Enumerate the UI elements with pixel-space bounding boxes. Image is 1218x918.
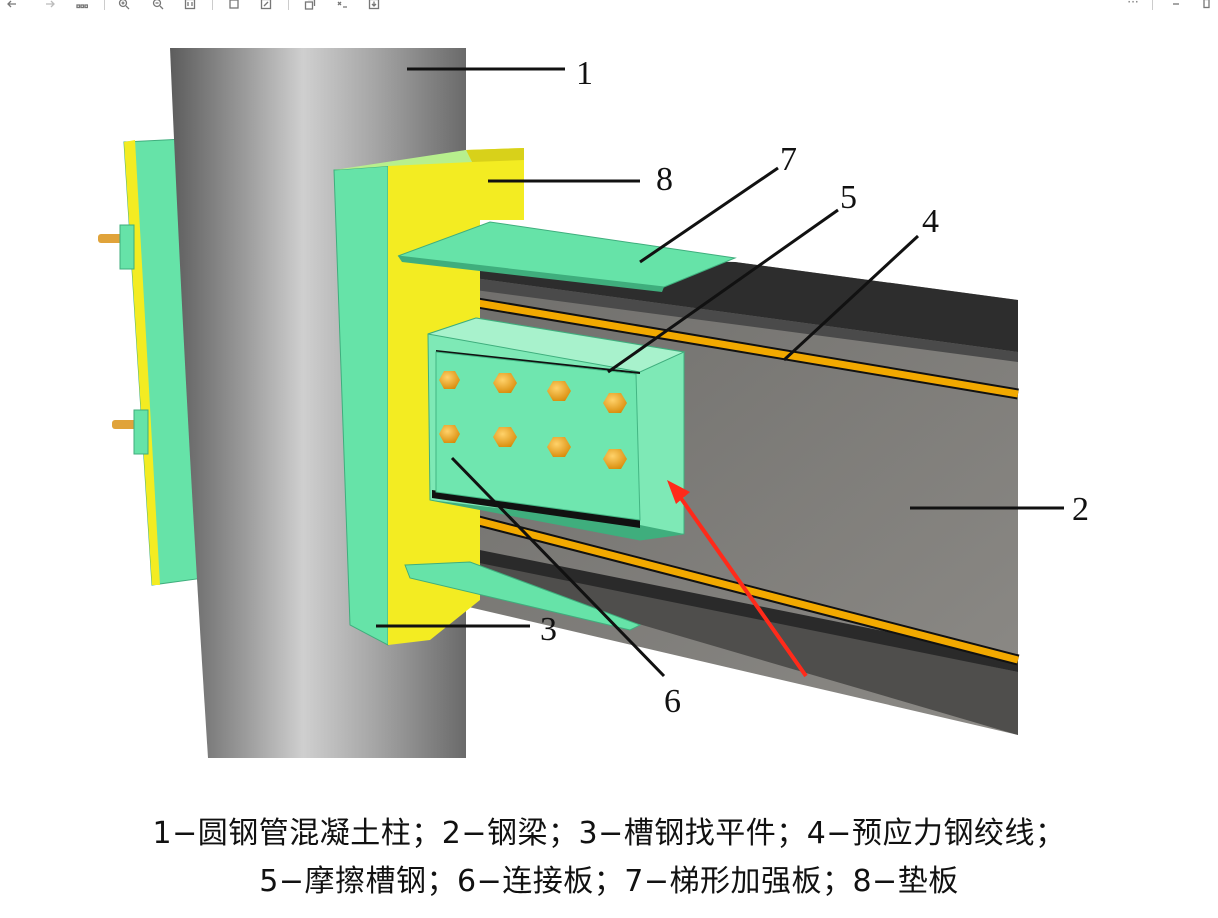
trapezoid-stiffener xyxy=(397,221,737,288)
bolt xyxy=(547,381,571,401)
forward-icon[interactable] xyxy=(42,0,58,12)
fit-page-icon[interactable] xyxy=(182,0,198,12)
red-arrow xyxy=(667,480,808,678)
callout-label-1: 1 xyxy=(576,55,593,92)
bolt xyxy=(439,371,460,389)
callout-label-5: 5 xyxy=(840,179,857,216)
leader-lines xyxy=(376,67,1064,678)
edit-icon[interactable] xyxy=(258,0,274,12)
bolt xyxy=(439,425,460,443)
more-options-label: ··· xyxy=(1127,0,1139,9)
callout-label-7: 7 xyxy=(780,141,797,178)
maximize-icon[interactable] xyxy=(1198,0,1214,12)
zoom-in-icon[interactable] xyxy=(116,0,132,12)
viewer-toolbar: ··· xyxy=(0,0,1218,16)
bolt xyxy=(493,373,517,393)
bolt xyxy=(547,437,571,457)
rear-bolt-rod xyxy=(112,420,140,429)
leader-line-4 xyxy=(782,234,920,362)
bolt xyxy=(603,393,627,413)
leader-line-6 xyxy=(450,456,666,678)
rear-bolt-rod xyxy=(98,234,126,243)
crop-icon[interactable] xyxy=(226,0,242,12)
callout-label-4: 4 xyxy=(922,203,939,240)
toolbar-divider xyxy=(104,0,105,10)
figure-caption-line-2: 5−摩擦槽钢；6−连接板；7−梯形加强板；8−垫板 xyxy=(259,864,959,899)
back-icon[interactable] xyxy=(4,0,20,12)
bolt-group xyxy=(439,371,627,469)
download-icon[interactable] xyxy=(366,0,382,12)
figure-caption-line-1: 1−圆钢管混凝土柱；2−钢梁；3−槽钢找平件；4−预应力钢绞线； xyxy=(152,816,1066,851)
extract-image-icon[interactable] xyxy=(334,0,350,12)
bolt xyxy=(493,427,517,447)
extract-text-icon[interactable] xyxy=(302,0,318,12)
more-options-icon[interactable]: ··· xyxy=(1124,0,1142,10)
toolbar-divider xyxy=(288,0,289,10)
callout-label-2: 2 xyxy=(1072,491,1089,528)
toolbar-divider xyxy=(1152,0,1153,10)
zoom-out-icon[interactable] xyxy=(150,0,166,12)
connection-plate xyxy=(435,351,641,521)
minimize-icon[interactable] xyxy=(1168,0,1184,12)
leader-line-5 xyxy=(607,208,839,374)
callout-label-3: 3 xyxy=(540,611,557,648)
callout-label-8: 8 xyxy=(656,161,673,198)
grid-view-icon[interactable] xyxy=(74,0,90,12)
leader-line-7 xyxy=(639,166,779,264)
beam-column-connection-diagram: 1 8 7 5 4 2 3 6 xyxy=(98,48,1089,758)
prestressed-strand xyxy=(434,290,1020,666)
toolbar-divider xyxy=(212,0,213,10)
callout-label-6: 6 xyxy=(664,683,681,720)
channel-leveling-piece xyxy=(404,561,642,631)
bolt xyxy=(603,449,627,469)
